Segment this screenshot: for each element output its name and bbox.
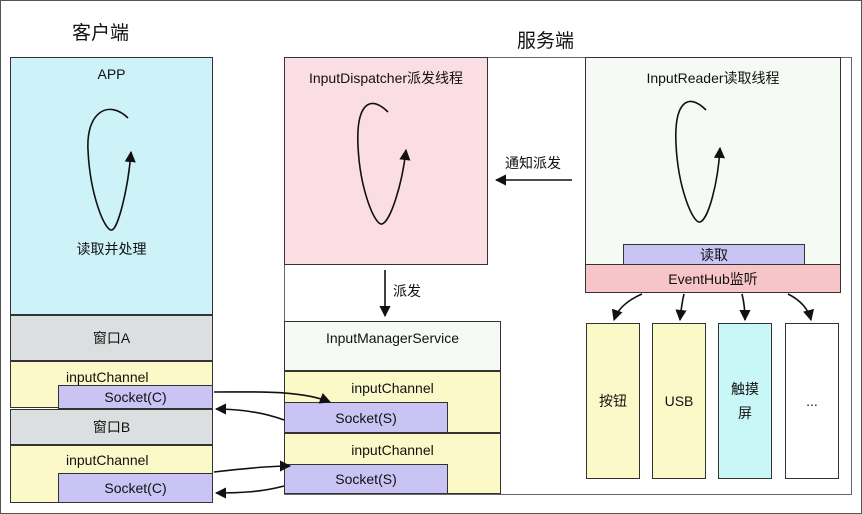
socket-s-1-box: Socket(S) <box>284 402 448 433</box>
socket-c-b-label: Socket(C) <box>104 480 167 496</box>
window-a-label: 窗口A <box>92 330 131 346</box>
notify-label: 通知派发 <box>505 155 561 171</box>
server-channel-1-label: inputChannel <box>351 380 434 396</box>
device-other-label: ... <box>806 393 818 409</box>
manager-label: InputManagerService <box>325 330 460 346</box>
dispatch-label: 派发 <box>393 283 421 299</box>
loop-label: 读取并处理 <box>76 241 147 257</box>
window-b-box: 窗口B <box>10 409 213 445</box>
dispatcher-label: InputDispatcher派发线程 <box>308 70 464 86</box>
dispatcher-box: InputDispatcher派发线程 <box>284 57 488 265</box>
read-label: 读取 <box>700 246 728 263</box>
manager-box: InputManagerService <box>284 321 501 371</box>
app-label: APP <box>97 66 126 82</box>
device-button-box: 按钮 <box>586 323 640 479</box>
reader-box: InputReader读取线程 <box>585 57 841 265</box>
client-title: 客户端 <box>72 23 130 44</box>
device-usb-box: USB <box>652 323 706 479</box>
device-touch-label: 触摸 屏 <box>731 381 759 421</box>
device-button-label: 按钮 <box>599 393 627 409</box>
device-other-box: ... <box>785 323 839 479</box>
window-b-label: 窗口B <box>92 419 131 435</box>
eventhub-box: EventHub监听 <box>585 264 841 293</box>
server-region <box>284 57 852 495</box>
socket-s-1-label: Socket(S) <box>335 409 397 426</box>
app-box: APP 读取并处理 <box>10 57 213 315</box>
reader-label: InputReader读取线程 <box>646 70 780 86</box>
device-touch-box: 触摸 屏 <box>718 323 772 479</box>
device-usb-label: USB <box>664 393 694 409</box>
socket-s-2-label: Socket(S) <box>335 471 397 487</box>
socket-c-a-label: Socket(C) <box>104 389 167 405</box>
server-title: 服务端 <box>517 31 575 52</box>
eventhub-label: EventHub监听 <box>668 270 758 287</box>
socket-s-2-box: Socket(S) <box>284 464 448 494</box>
channel-b-label: inputChannel <box>66 452 149 468</box>
read-box: 读取 <box>623 244 805 265</box>
socket-c-a-box: Socket(C) <box>58 385 213 409</box>
socket-c-b-box: Socket(C) <box>58 473 213 503</box>
window-a-box: 窗口A <box>10 315 213 361</box>
channel-a-label: inputChannel <box>66 369 149 385</box>
server-channel-2-label: inputChannel <box>351 442 434 458</box>
